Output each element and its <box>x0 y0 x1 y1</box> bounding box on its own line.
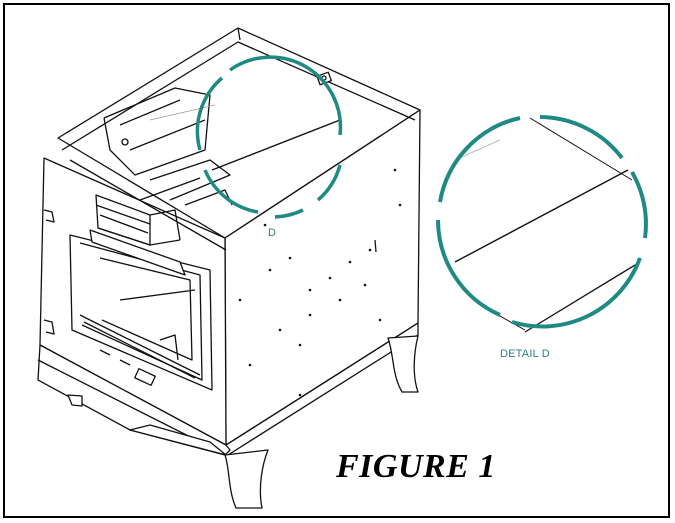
detail-marker-label: D <box>268 227 276 239</box>
back-leg <box>387 335 419 393</box>
panel-rivets <box>238 168 402 397</box>
detail-d-callout-circle <box>195 55 343 219</box>
detail-caption: DETAIL D <box>500 348 550 360</box>
front-leg <box>224 449 269 509</box>
figure-title: FIGURE 1 <box>336 448 496 485</box>
interior-baffle <box>103 87 211 176</box>
top-seam <box>211 119 341 171</box>
detail-d-view <box>436 115 648 333</box>
